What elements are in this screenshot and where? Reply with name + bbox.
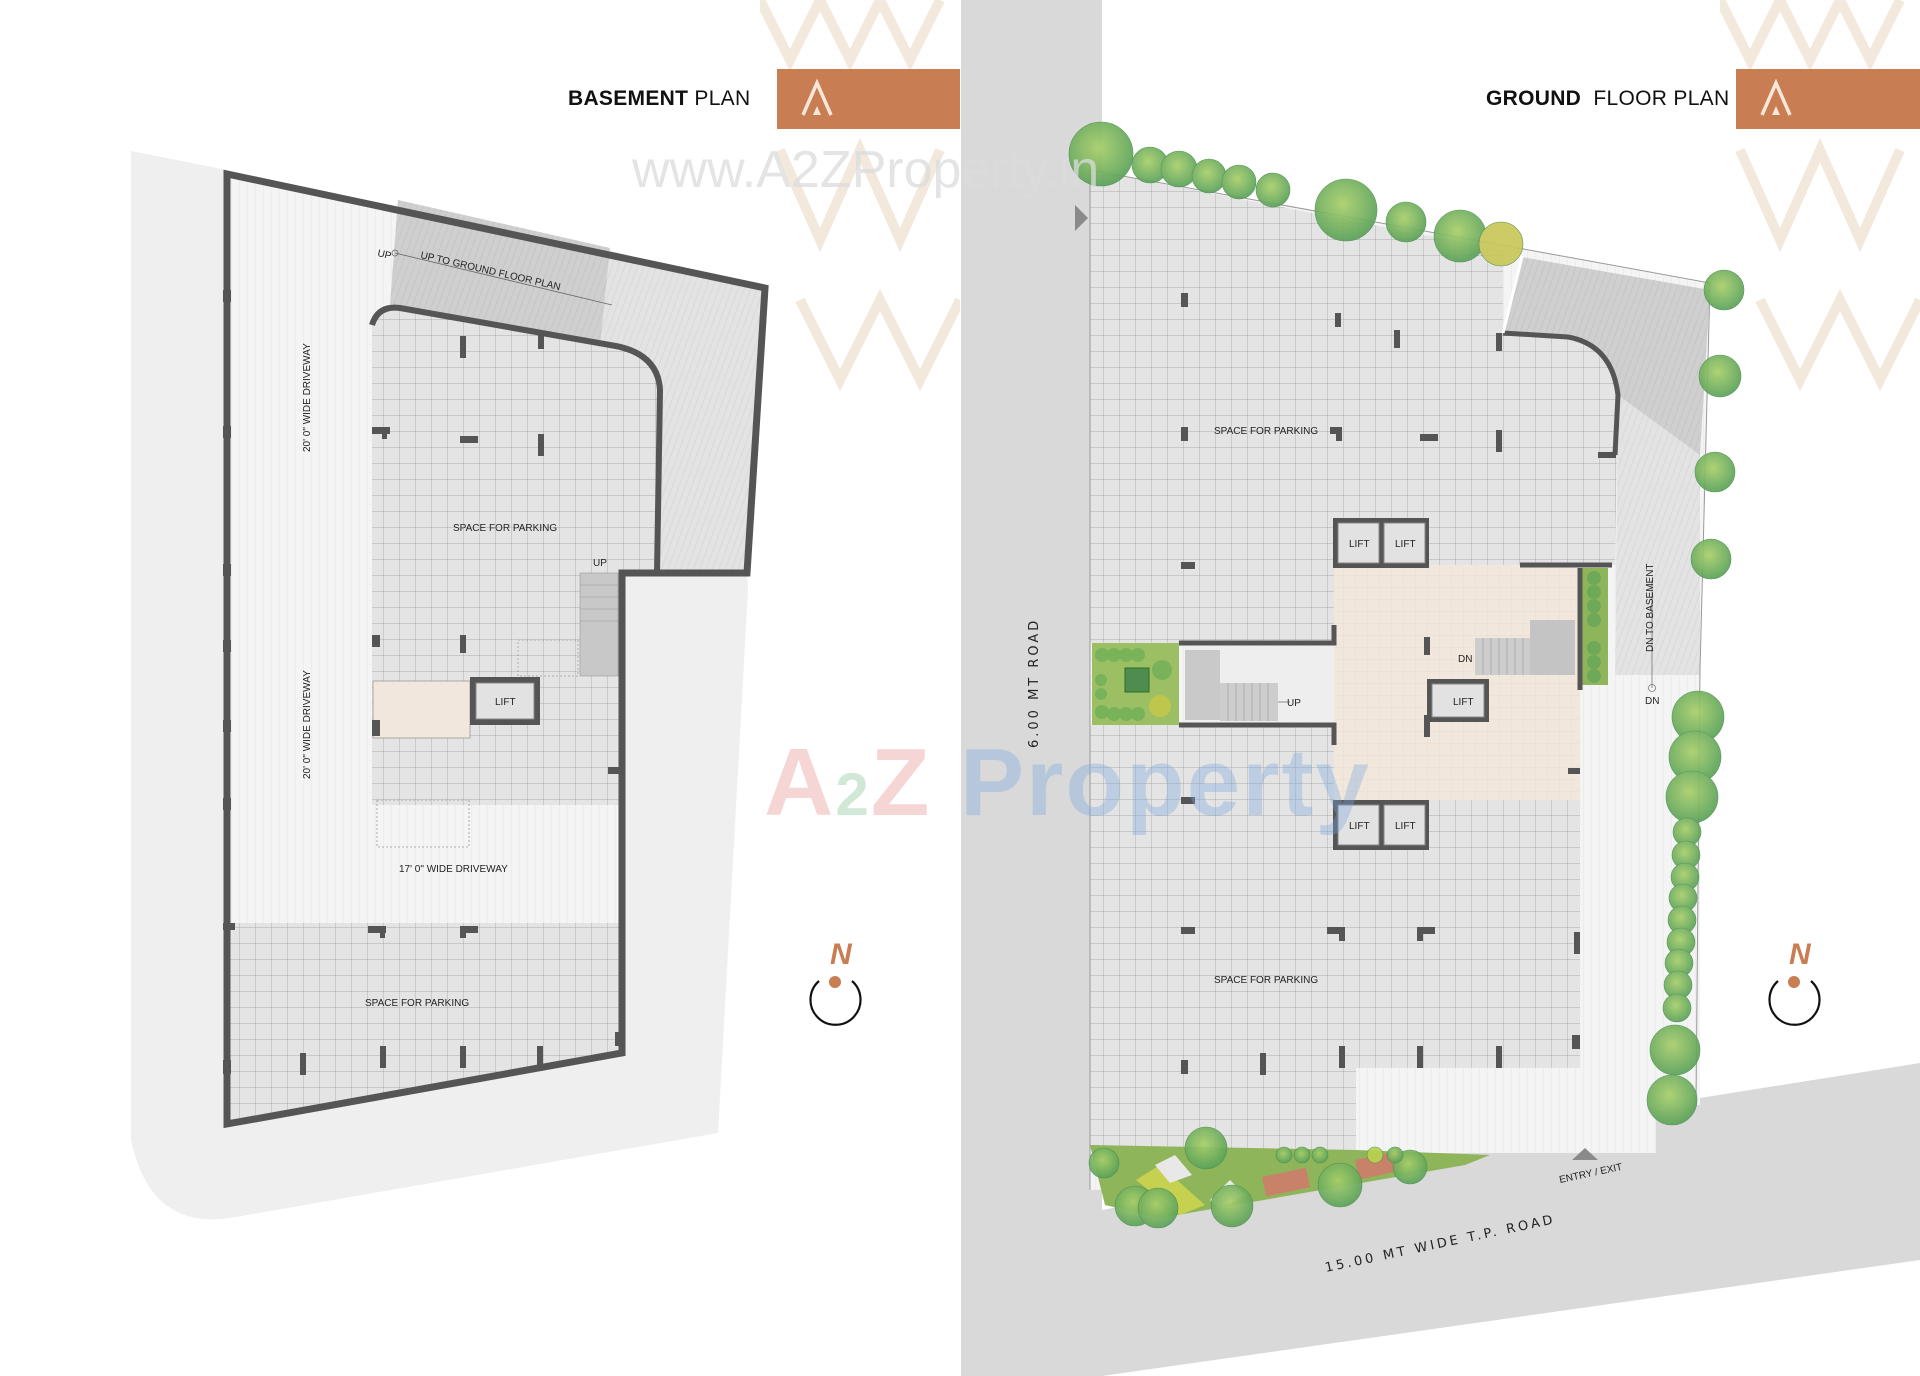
ground-parking-lower-label: SPACE FOR PARKING [1214, 975, 1318, 986]
watermark-logo-z: Z [870, 729, 932, 836]
watermark-url: www.A2ZProperty.in [632, 141, 1100, 199]
ground-title-bold: GROUND [1486, 87, 1582, 110]
basement-driveway-20-top-label: 20' 0" WIDE DRIVEWAY [302, 343, 313, 452]
ground-ramp [1503, 257, 1710, 455]
basement-parking-lower [229, 923, 620, 1120]
ground-lift-center [1427, 679, 1489, 722]
basement-logo-badge [777, 69, 960, 129]
watermark-logo: A2Z Property [764, 728, 1371, 838]
chevron-pattern-right [1720, 0, 1920, 392]
front-road [1102, 1063, 1920, 1376]
ground-dn-to-basement-label: DN TO BASEMENT [1645, 563, 1656, 652]
watermark-logo-2: 2 [835, 761, 871, 828]
side-road [961, 0, 1102, 1376]
basement-up-ramp-label: UP [376, 248, 392, 262]
side-road-label: 6.00 MT ROAD [1027, 618, 1042, 748]
ground-parking-lower [1090, 800, 1580, 1150]
ground-up-stairs-label: UP [1287, 698, 1301, 709]
watermark-logo-property: Property [960, 729, 1371, 836]
ground-dn-ramp-label: DN [1645, 696, 1659, 707]
trees [1068, 121, 1745, 1229]
basement-driveway-17-label: 17' 0" WIDE DRIVEWAY [399, 864, 508, 875]
chevron-pattern-left [760, 0, 960, 392]
logo-a-icon [1760, 78, 1792, 116]
basement-compass-label: N [830, 938, 853, 971]
ground-lift-top-1-label: LIFT [1349, 539, 1370, 550]
ground-compass-label: N [1789, 938, 1812, 971]
ground-dn-stairs-label: DN [1458, 654, 1472, 665]
ground-title: GROUND FLOOR PLAN [1486, 87, 1729, 111]
basement-lift-label: LIFT [495, 697, 516, 708]
ground-parking-upper-label: SPACE FOR PARKING [1214, 426, 1318, 437]
basement-title-bold: BASEMENT [568, 87, 689, 110]
watermark-logo-a: A [764, 729, 836, 836]
ground-plan: SPACE FOR PARKING LIFT LIFT DN UP LIFT L… [1027, 169, 1711, 1276]
ground-title-light: FLOOR PLAN [1593, 87, 1730, 110]
basement-title: BASEMENT PLAN [568, 87, 750, 111]
basement-parking-upper-label: SPACE FOR PARKING [453, 523, 557, 534]
basement-plan: UP UP TO GROUND FLOOR PLAN UP 20' 0" WID… [131, 151, 769, 1220]
basement-up-stairs-label: UP [593, 558, 607, 569]
ground-lift-bottom-2-label: LIFT [1395, 821, 1416, 832]
ground-lifts-bottom [1333, 800, 1429, 850]
ground-lift-bottom-1-label: LIFT [1349, 821, 1370, 832]
ground-logo-badge [1736, 69, 1920, 129]
ground-compass-icon: N [1768, 938, 1821, 1026]
basement-compass-icon: N [809, 938, 862, 1026]
ground-lift-top-2-label: LIFT [1395, 539, 1416, 550]
logo-a-icon [801, 78, 833, 116]
ground-parking-upper [1090, 170, 1618, 565]
ground-lift-center-label: LIFT [1453, 697, 1474, 708]
ground-lifts-top [1333, 518, 1429, 568]
basement-driveway-20-bottom-label: 20' 0" WIDE DRIVEWAY [302, 670, 313, 779]
basement-title-light: PLAN [694, 87, 751, 110]
basement-parking-lower-label: SPACE FOR PARKING [365, 998, 469, 1009]
